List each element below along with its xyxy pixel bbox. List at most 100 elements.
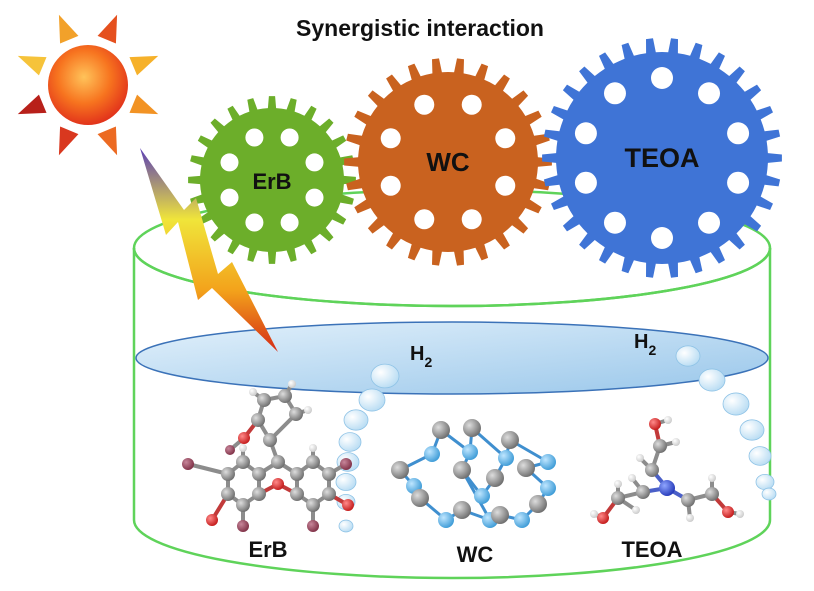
atom <box>309 444 317 452</box>
erb-molecule-icon <box>182 380 354 532</box>
atom <box>342 499 354 511</box>
atom <box>653 439 667 453</box>
bubble-icon <box>739 419 765 441</box>
atom <box>251 413 265 427</box>
label-erb: ErB <box>248 537 287 562</box>
gear-label: WC <box>426 147 470 177</box>
atom <box>306 455 320 469</box>
bubble-icon <box>343 409 369 431</box>
atom <box>263 433 277 447</box>
atom <box>686 514 694 522</box>
bubble-icon <box>675 345 701 367</box>
gear-hole <box>603 82 626 105</box>
atom <box>517 459 535 477</box>
atom <box>249 388 257 396</box>
atom <box>597 512 609 524</box>
atom <box>529 495 547 513</box>
sun-ray <box>97 126 118 156</box>
atom <box>424 446 440 462</box>
gear-icon <box>542 38 782 278</box>
label-teoa: TEOA <box>621 537 682 562</box>
atom <box>239 444 247 452</box>
atom <box>271 455 285 469</box>
atom <box>272 478 284 490</box>
gear-hole <box>220 153 239 172</box>
gear-hole <box>698 211 721 234</box>
atom <box>590 510 598 518</box>
gear-hole <box>414 94 435 115</box>
atom <box>681 493 695 507</box>
atom <box>491 506 509 524</box>
gear-label: ErB <box>252 169 291 194</box>
gear-hole <box>495 128 516 149</box>
atom <box>672 438 680 446</box>
h2-label-left: H2 <box>410 343 432 370</box>
atom <box>540 454 556 470</box>
atom <box>708 474 716 482</box>
atom <box>453 461 471 479</box>
atom <box>257 393 271 407</box>
bubble-icon <box>748 446 772 466</box>
sun-ray <box>97 14 118 44</box>
atom <box>304 406 312 414</box>
atom <box>636 454 644 462</box>
atom <box>540 480 556 496</box>
gear-hole <box>380 175 401 196</box>
sun-ray <box>17 94 47 115</box>
gear-hole <box>245 213 264 232</box>
gear-hole <box>495 175 516 196</box>
atom <box>236 455 250 469</box>
atom <box>501 431 519 449</box>
atom <box>659 480 675 496</box>
gear-hole <box>651 227 673 249</box>
atom <box>225 445 235 455</box>
bubble-icon <box>698 368 726 392</box>
gear-hole <box>220 188 239 207</box>
gear-hole <box>698 82 721 105</box>
sun-ray <box>129 55 159 76</box>
label-wc: WC <box>457 542 494 567</box>
atom <box>611 491 625 505</box>
gear-hole <box>305 153 324 172</box>
atom <box>636 485 650 499</box>
bubble-icon <box>370 363 400 389</box>
sun-ray <box>17 55 47 76</box>
atom <box>391 461 409 479</box>
atom <box>705 487 719 501</box>
atom <box>463 419 481 437</box>
sun-ray <box>58 14 79 44</box>
gear-hole <box>380 128 401 149</box>
gear-hole <box>727 122 750 145</box>
atom <box>182 458 194 470</box>
atom <box>498 450 514 466</box>
atom <box>453 501 471 519</box>
bubble-icon <box>761 487 777 501</box>
atom <box>307 520 319 532</box>
gear-hole <box>305 188 324 207</box>
atom <box>614 480 622 488</box>
atom <box>628 474 636 482</box>
bubble-icon <box>335 473 357 491</box>
atom <box>252 467 266 481</box>
atom <box>289 407 303 421</box>
bubble-icon <box>338 519 354 533</box>
lightning-icon <box>140 148 278 352</box>
sun-icon <box>17 14 159 156</box>
bubble-icon <box>755 473 775 491</box>
gear-hole <box>651 67 673 89</box>
atom <box>221 487 235 501</box>
diagram-title: Synergistic interaction <box>296 15 544 41</box>
atom <box>290 487 304 501</box>
atom <box>474 488 490 504</box>
bubble-icon <box>358 388 386 412</box>
container-walls <box>132 247 772 580</box>
atom <box>236 498 250 512</box>
atom <box>438 512 454 528</box>
gear-label: TEOA <box>624 143 699 173</box>
atom <box>322 487 336 501</box>
gear-hole <box>574 171 597 194</box>
gear-erb: ErB <box>188 96 356 264</box>
atom <box>664 416 672 424</box>
atom <box>206 514 218 526</box>
atom <box>278 389 292 403</box>
